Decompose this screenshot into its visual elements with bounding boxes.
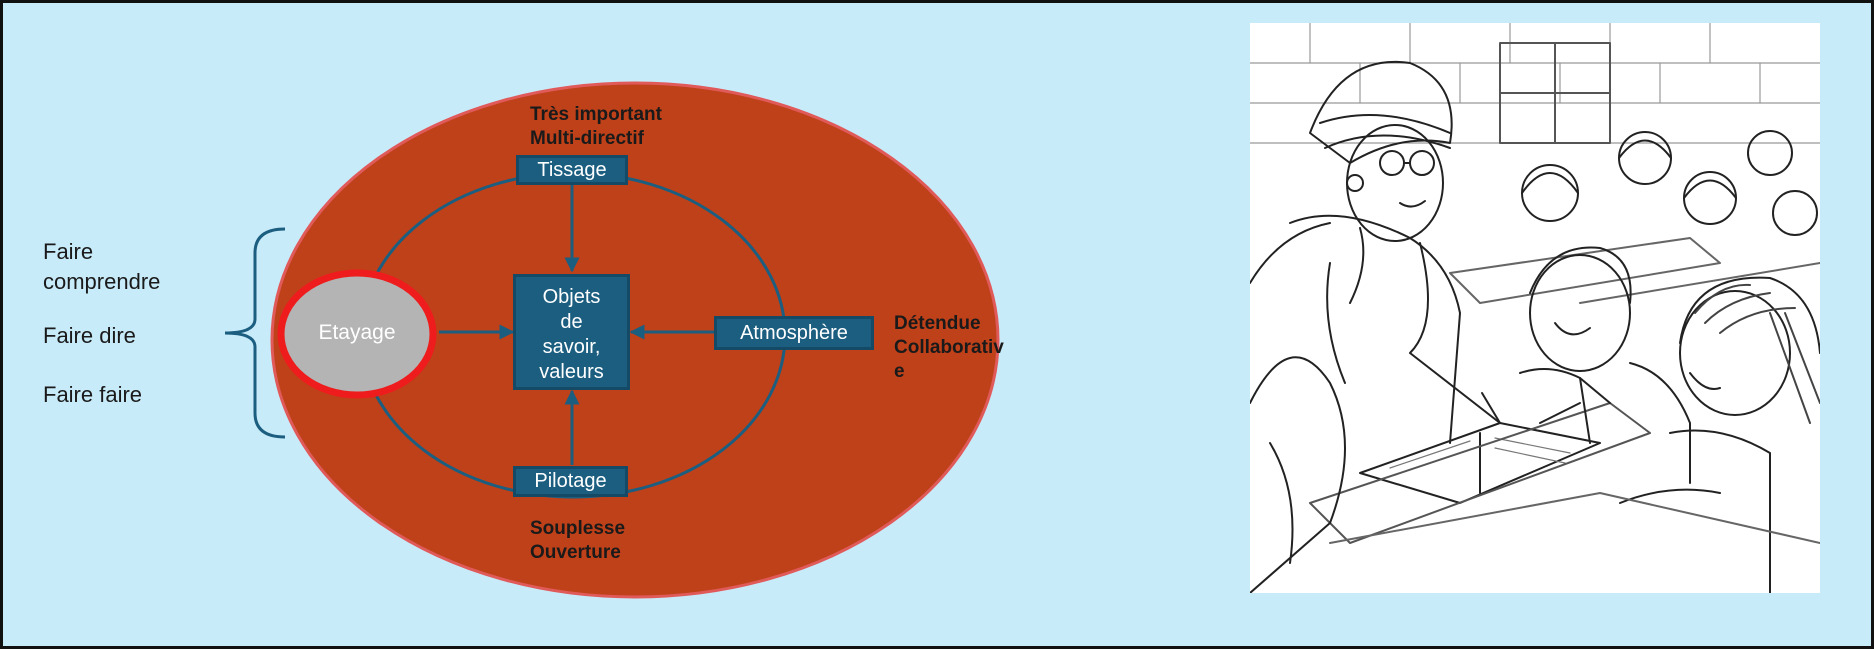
diagram-graphics xyxy=(224,81,1000,599)
center-box-label: Objets de savoir, valeurs xyxy=(539,286,604,383)
box-pilotage: Pilotage xyxy=(513,466,628,497)
center-box-objets: Objets de savoir, valeurs xyxy=(513,274,630,390)
etayage-label: Etayage xyxy=(318,321,396,344)
label-faire-comprendre: Faire comprendre xyxy=(43,239,161,294)
note-atmosphere: Détendue Collaborativ e xyxy=(894,313,1004,382)
etayage-ellipse xyxy=(277,269,437,399)
label-faire-faire: Faire faire xyxy=(43,382,143,407)
note-pilotage: Souplesse Ouverture xyxy=(530,518,626,563)
note-tissage: Très important Multi-directif xyxy=(530,104,662,149)
teacher-with-students-reading-book-icon xyxy=(1250,23,1820,593)
curly-brace xyxy=(224,227,286,439)
box-atmosphere: Atmosphère xyxy=(714,316,874,350)
label-faire-dire: Faire dire xyxy=(43,323,136,348)
box-tissage: Tissage xyxy=(516,155,628,185)
